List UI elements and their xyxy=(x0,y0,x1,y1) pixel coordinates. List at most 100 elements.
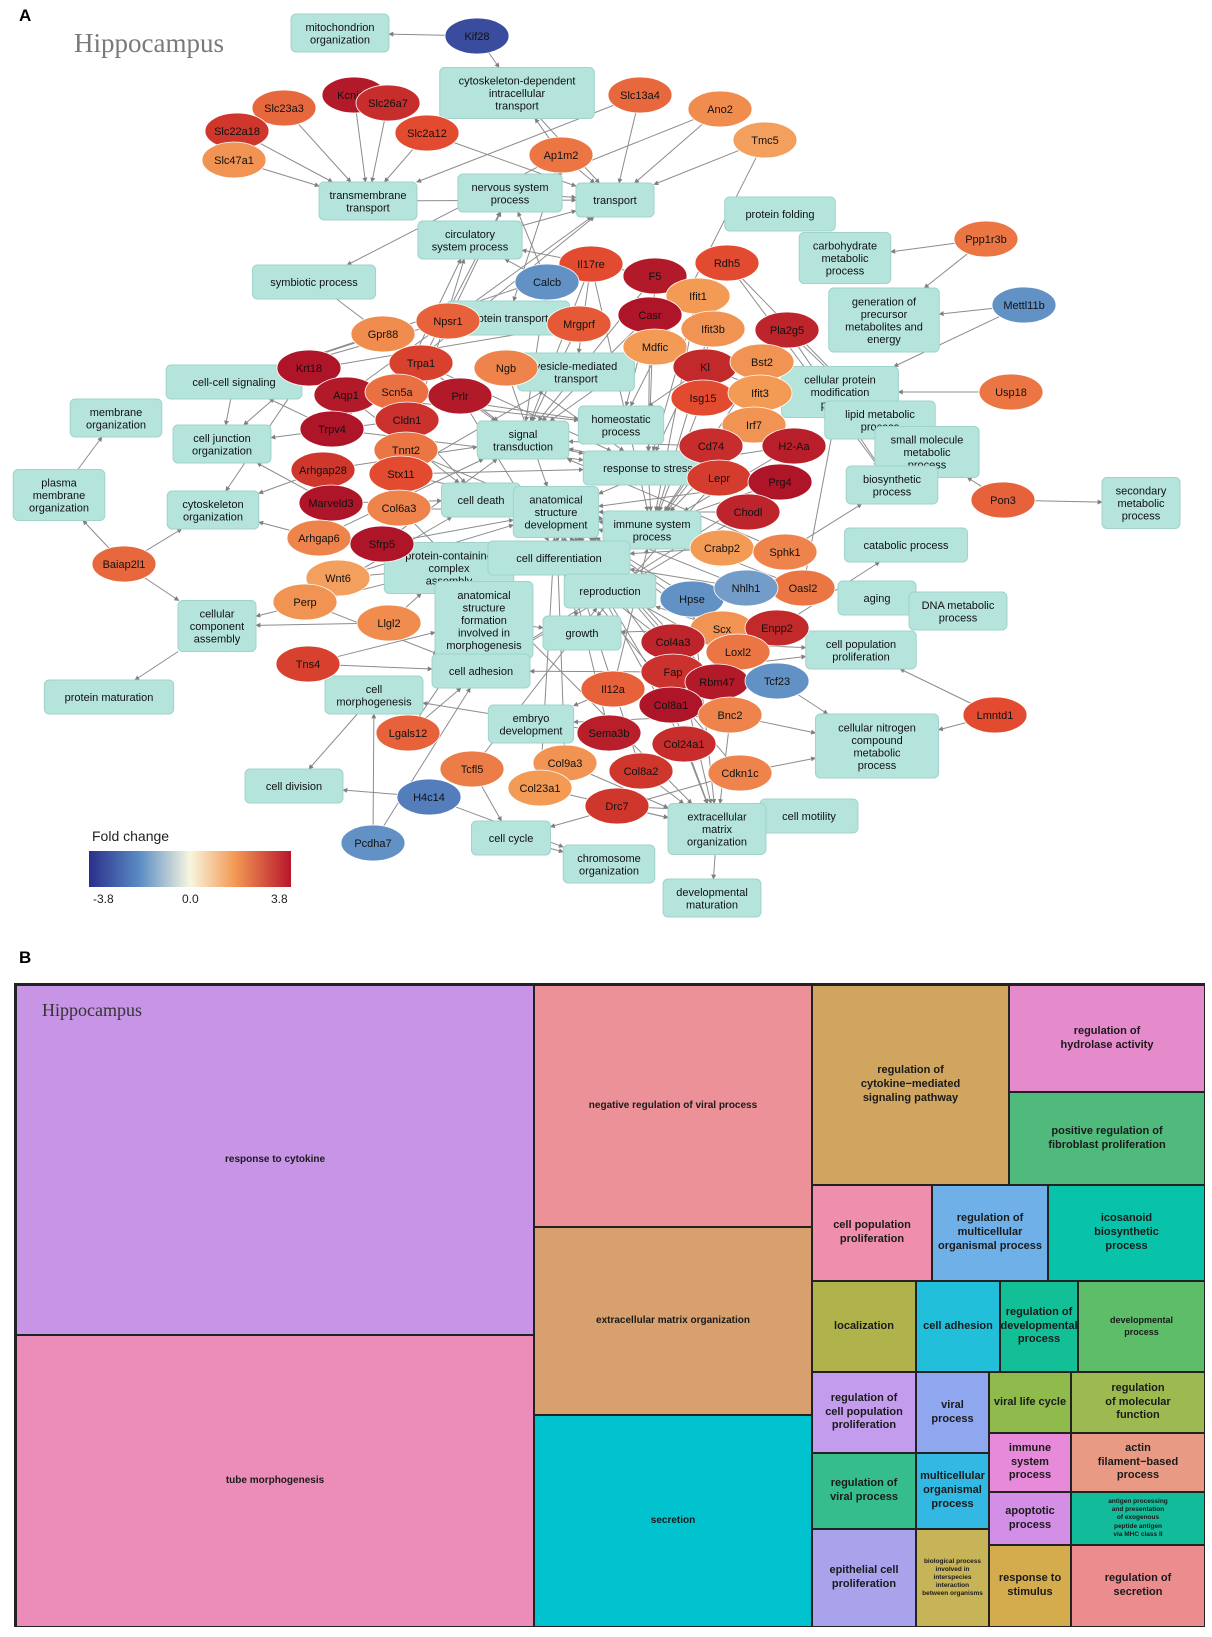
process-node[interactable]: reproduction xyxy=(563,573,657,609)
gene-node[interactable]: Pcdha7 xyxy=(340,824,406,862)
gene-node[interactable]: Cldn1 xyxy=(374,401,440,439)
gene-node[interactable]: Bnc2 xyxy=(697,696,763,734)
gene-node[interactable]: Drc7 xyxy=(584,787,650,825)
gene-node[interactable]: Ppp1r3b xyxy=(953,220,1019,258)
gene-node[interactable]: Sphk1 xyxy=(752,533,818,571)
gene-node[interactable]: Ap1m2 xyxy=(528,136,594,174)
gene-node[interactable]: Lgals12 xyxy=(375,714,441,752)
gene-node[interactable]: Cdkn1c xyxy=(707,754,773,792)
gene-node[interactable]: F5 xyxy=(622,257,688,295)
gene-node[interactable]: Isg15 xyxy=(670,379,736,417)
process-node[interactable]: cell adhesion xyxy=(431,653,531,689)
process-node[interactable]: small moleculemetabolicprocess xyxy=(874,426,980,478)
process-node[interactable]: cell cycle xyxy=(471,820,551,856)
treemap-tile[interactable]: positive regulation of fibroblast prolif… xyxy=(1009,1092,1205,1185)
gene-node[interactable]: Crabp2 xyxy=(689,529,755,567)
gene-node[interactable]: Col6a3 xyxy=(366,489,432,527)
gene-node[interactable]: Mrgprf xyxy=(546,305,612,343)
treemap-tile[interactable]: apoptotic process xyxy=(989,1492,1071,1545)
gene-node[interactable]: Casr xyxy=(617,296,683,334)
treemap-tile[interactable]: regulation of developmental process xyxy=(1000,1281,1078,1372)
gene-node[interactable]: Kl xyxy=(672,348,738,386)
gene-node[interactable]: Loxl2 xyxy=(705,633,771,671)
gene-node[interactable]: Bst2 xyxy=(729,343,795,381)
gene-node[interactable]: Prg4 xyxy=(747,463,813,501)
gene-node[interactable]: Marveld3 xyxy=(298,484,364,522)
treemap-tile[interactable]: regulation of multicellular organismal p… xyxy=(932,1185,1048,1281)
gene-node[interactable]: Arhgap28 xyxy=(290,451,356,489)
gene-node[interactable]: Slc22a18 xyxy=(204,112,270,150)
treemap-tile[interactable]: negative regulation of viral process xyxy=(534,985,812,1227)
process-node[interactable]: protein maturation xyxy=(43,679,175,715)
process-node[interactable]: transport xyxy=(575,182,655,218)
process-node[interactable]: aging xyxy=(837,580,917,616)
gene-node[interactable]: Arhgap6 xyxy=(286,519,352,557)
process-node[interactable]: symbiotic process xyxy=(251,264,377,300)
gene-node[interactable]: Aqp1 xyxy=(313,376,379,414)
gene-node[interactable]: Llgl2 xyxy=(356,604,422,642)
treemap-tile[interactable]: regulation of hydrolase activity xyxy=(1009,985,1205,1092)
gene-node[interactable]: Usp18 xyxy=(978,373,1044,411)
gene-node[interactable]: Stx11 xyxy=(368,455,434,493)
gene-node[interactable]: Tcf23 xyxy=(744,662,810,700)
gene-node[interactable]: Sema3b xyxy=(576,714,642,752)
gene-node[interactable]: Slc23a3 xyxy=(251,89,317,127)
gene-node[interactable]: Npsr1 xyxy=(415,302,481,340)
gene-node[interactable]: Sfrp5 xyxy=(349,525,415,563)
process-node[interactable]: growth xyxy=(542,615,622,651)
treemap-tile[interactable]: immune system process xyxy=(989,1433,1071,1492)
process-node[interactable]: cell differentiation xyxy=(487,540,631,576)
process-node[interactable]: response to stress xyxy=(582,450,714,486)
gene-node[interactable]: Gpr88 xyxy=(350,315,416,353)
gene-node[interactable]: Col4a3 xyxy=(640,623,706,661)
treemap-tile[interactable]: regulation of secretion xyxy=(1071,1545,1205,1627)
gene-node[interactable]: Col8a2 xyxy=(608,752,674,790)
treemap-tile[interactable]: biological process involved in interspec… xyxy=(916,1529,989,1627)
gene-node[interactable]: Lmntd1 xyxy=(962,696,1028,734)
gene-node[interactable]: Slc47a1 xyxy=(201,141,267,179)
process-node[interactable]: cell motility xyxy=(759,798,859,834)
gene-node[interactable]: Trpa1 xyxy=(388,344,454,382)
gene-node[interactable]: Mettl11b xyxy=(991,286,1057,324)
gene-node[interactable]: Rdh5 xyxy=(694,244,760,282)
treemap-tile[interactable]: actin filament−based process xyxy=(1071,1433,1205,1492)
gene-node[interactable]: Perp xyxy=(272,583,338,621)
treemap-tile[interactable]: cell population proliferation xyxy=(812,1185,932,1281)
process-node[interactable]: protein folding xyxy=(724,196,836,232)
treemap-tile[interactable]: response to cytokine xyxy=(16,985,534,1335)
gene-node[interactable]: H4c14 xyxy=(396,778,462,816)
gene-node[interactable]: Hpse xyxy=(659,580,725,618)
gene-node[interactable]: Tcfl5 xyxy=(439,750,505,788)
gene-node[interactable]: Calcb xyxy=(514,263,580,301)
process-node[interactable]: cell death xyxy=(441,482,521,518)
gene-node[interactable]: Ifit3 xyxy=(727,374,793,412)
treemap-tile[interactable]: response to stimulus xyxy=(989,1545,1071,1627)
gene-node[interactable]: Rbm47 xyxy=(684,663,750,701)
gene-node[interactable]: Trpv4 xyxy=(299,410,365,448)
treemap-tile[interactable]: regulation of viral process xyxy=(812,1453,916,1529)
treemap-tile[interactable]: multicellular organismal process xyxy=(916,1453,989,1529)
treemap-tile[interactable]: regulation of cytokine−mediated signalin… xyxy=(812,985,1009,1185)
treemap-tile[interactable]: localization xyxy=(812,1281,916,1372)
gene-node[interactable]: Krt18 xyxy=(276,349,342,387)
treemap-tile[interactable]: epithelial cell proliferation xyxy=(812,1529,916,1627)
